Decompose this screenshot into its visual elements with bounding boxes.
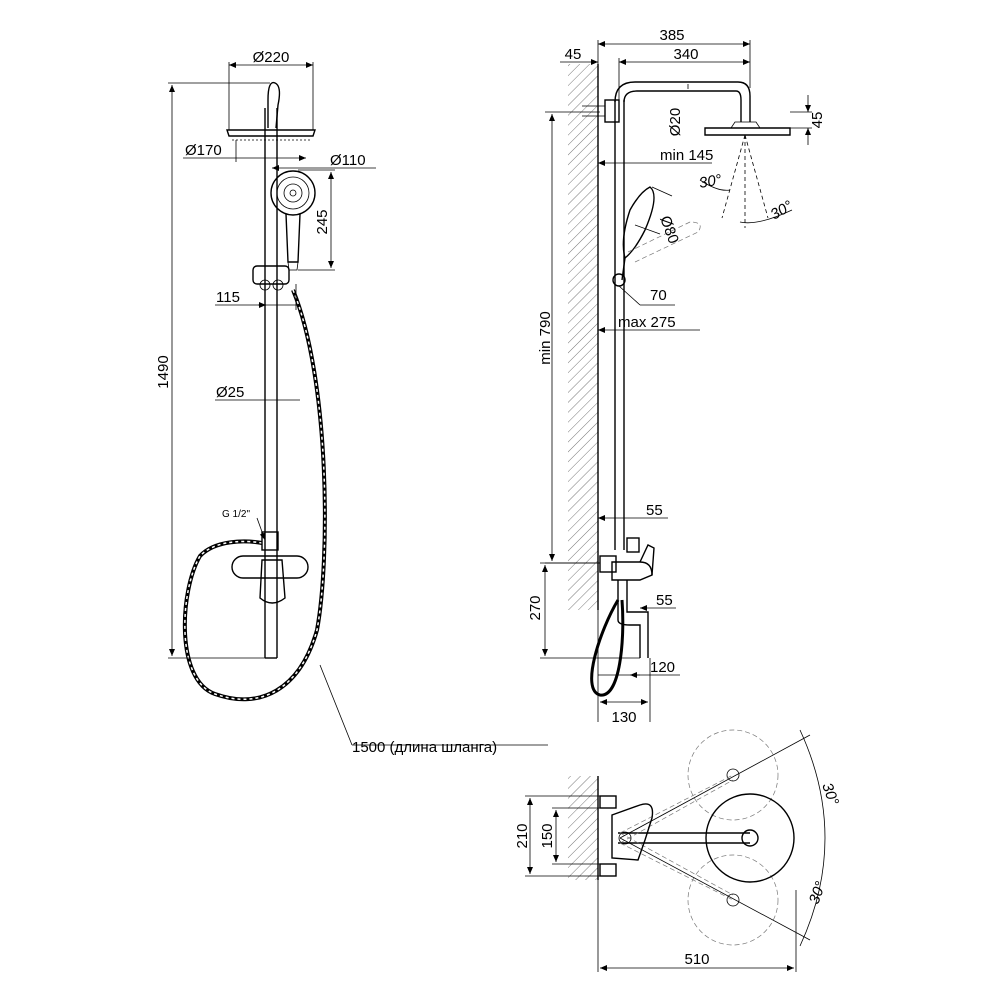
mixer-body: [231, 531, 309, 604]
dim-hose-length: 1500 (длина шланга): [352, 739, 497, 756]
dim-h210: 210: [514, 823, 531, 848]
dim-w120: 120: [650, 659, 675, 676]
dim-w70: 70: [650, 287, 667, 304]
dim-h45: 45: [809, 112, 826, 129]
dim-h1490: 1490: [155, 355, 172, 388]
dim-min790: min 790: [537, 311, 554, 364]
dim-d220: Ø220: [253, 49, 290, 66]
dim-thread: G 1/2": [222, 509, 250, 520]
dim-h270: 270: [527, 595, 544, 620]
shower-hose: [182, 289, 327, 702]
dim-max275: max 275: [618, 314, 676, 331]
dim-w510: 510: [684, 951, 709, 968]
dim-w45: 45: [565, 46, 582, 63]
dim-a30b: 30°: [768, 197, 796, 223]
dim-d20: Ø20: [667, 108, 684, 136]
rain-shower-head: [226, 81, 316, 141]
dim-a30c: 30°: [818, 781, 842, 808]
rain-head-top: [705, 793, 795, 883]
dim-d170: Ø170: [185, 142, 222, 159]
top-wall-hatch: [568, 776, 598, 880]
dim-h150: 150: [539, 823, 556, 848]
dim-h245: 245: [314, 209, 331, 234]
dim-w55a: 55: [646, 502, 663, 519]
rain-head-side: [704, 121, 791, 136]
dim-min145: min 145: [660, 147, 713, 164]
dim-w340: 340: [673, 46, 698, 63]
side-hose: [590, 599, 625, 697]
top-view: 30° 30° 210 150 510: [514, 729, 842, 972]
dim-w115: 115: [216, 289, 240, 306]
front-view: Ø220 Ø170 Ø110 245 115 1490 Ø25 G 1/2" 1…: [155, 49, 548, 756]
side-rail: [582, 81, 751, 550]
dim-d80: Ø80: [656, 214, 682, 246]
dim-d25: Ø25: [216, 384, 244, 401]
slide-holder: [252, 265, 290, 291]
dim-a30a: 30°: [698, 171, 723, 192]
mixer-side: [599, 537, 655, 658]
wall-hatch: [568, 64, 598, 610]
dim-w55b: 55: [656, 592, 673, 609]
dim-w385: 385: [659, 27, 684, 44]
dim-d110: Ø110: [330, 152, 366, 169]
hand-shower: [270, 170, 316, 271]
dim-w130: 130: [611, 709, 636, 726]
dim-a30d: 30°: [806, 879, 830, 906]
side-view: 385 45 340 Ø20 45 min 145 30° 30° Ø80 70…: [527, 27, 826, 726]
hand-shower-side: [612, 186, 701, 287]
